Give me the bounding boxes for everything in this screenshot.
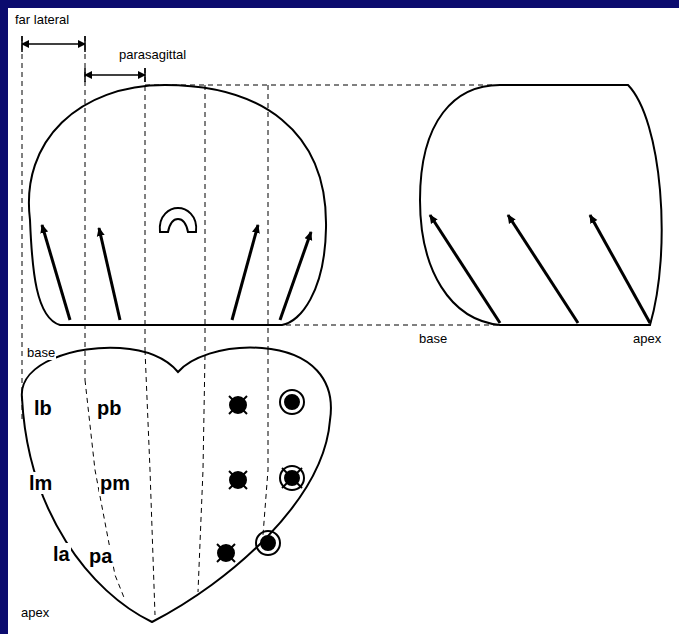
segment-label: lm xyxy=(28,472,53,494)
segment-label: pa xyxy=(88,545,113,567)
position-label: apex xyxy=(20,606,50,620)
segment-label: pm xyxy=(99,472,131,494)
dimension-label: far lateral xyxy=(14,13,70,27)
position-label: base xyxy=(418,332,448,346)
segment-label: lb xyxy=(33,397,53,419)
segment-label: pb xyxy=(96,397,122,419)
dimension-label: parasagittal xyxy=(118,48,187,62)
position-label: base xyxy=(26,346,56,360)
position-label: apex xyxy=(632,332,662,346)
segment-label: la xyxy=(52,543,71,565)
